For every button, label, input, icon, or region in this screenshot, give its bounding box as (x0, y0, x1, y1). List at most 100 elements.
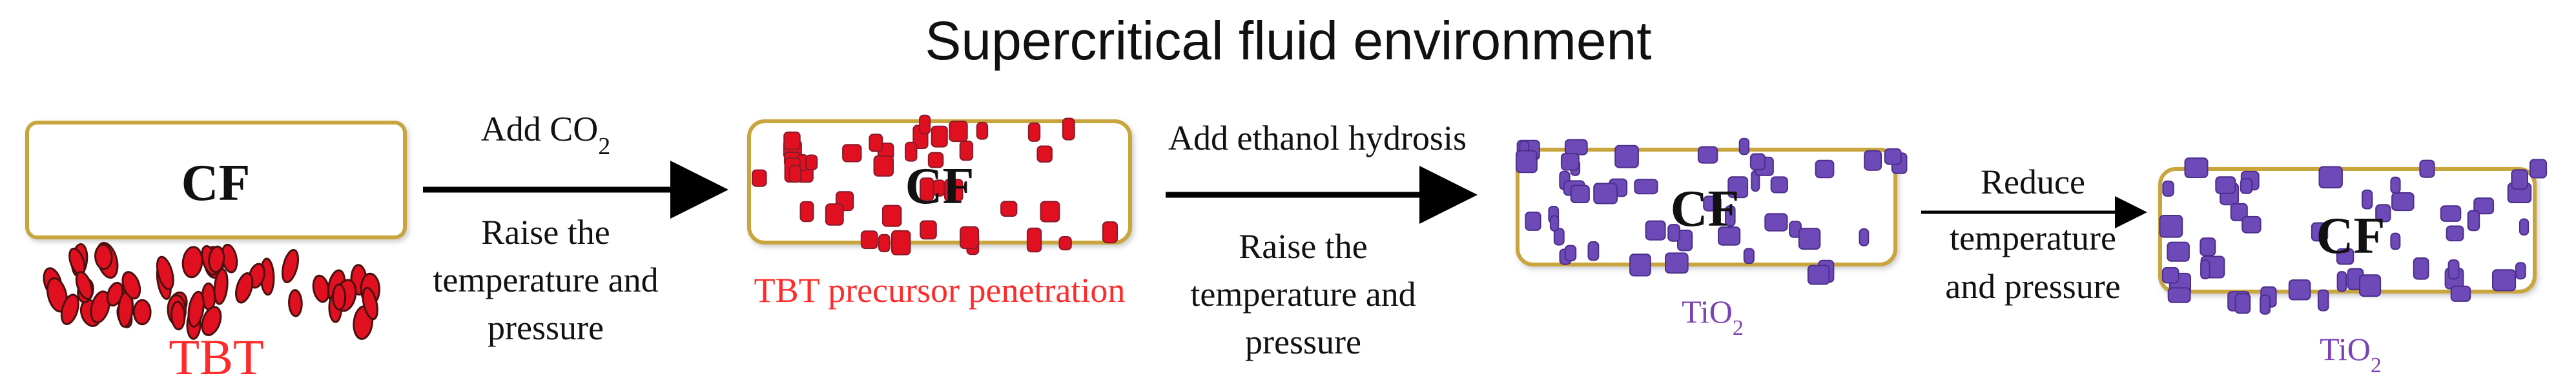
tbt-droplet (213, 268, 229, 305)
tbt-droplet (208, 245, 225, 274)
tbt-particle (878, 234, 891, 253)
tbt-particle (920, 220, 937, 240)
step-3: Reduce temperature and pressure (1921, 163, 2147, 306)
stage-4-tio2-final: CF TiO2 (2158, 157, 2548, 377)
step-2-line-4: pressure (1245, 323, 1361, 361)
tbt-particle (873, 155, 894, 177)
tbt-droplet (90, 290, 110, 324)
tio2-particle (2260, 294, 2271, 315)
tio2-particles-stage-4 (2159, 157, 2548, 315)
tio2-particle (2362, 189, 2373, 210)
step-3-line-2: temperature (1950, 219, 2116, 257)
tio2-particle (2450, 285, 2471, 302)
tio2-particle (1807, 264, 1830, 285)
step-1-line-1: Add CO2 (481, 110, 611, 160)
cf-label-3: CF (1671, 181, 1740, 237)
tio2-particle (2419, 159, 2435, 178)
tio2-particle (1798, 228, 1821, 250)
diagram-title: Supercritical fluid environment (925, 10, 1651, 71)
tio2-particle (1718, 226, 1741, 246)
tbt-particle (919, 114, 931, 135)
stage-3-caption-sub: 2 (1733, 316, 1744, 340)
tio2-particle (1859, 228, 1870, 246)
tio2-particle (2473, 197, 2495, 215)
tio2-particle (2336, 271, 2347, 292)
tio2-particle (1727, 176, 1749, 199)
step-1-line-3: temperature and (433, 261, 658, 299)
tbt-particle (788, 165, 802, 183)
tio2-particle (1864, 150, 1882, 171)
tio2-particle (1645, 220, 1666, 241)
tio2-particle (2447, 259, 2460, 280)
tbt-particle (825, 203, 844, 226)
tbt-particle (976, 122, 989, 140)
tio2-particle (1667, 224, 1680, 242)
tio2-particle (2492, 269, 2517, 292)
cf-label-2: CF (905, 158, 974, 215)
step-1: Add CO2 Raise the temperature and pressu… (423, 110, 728, 347)
stage-2-caption: TBT precursor penetration (754, 271, 1126, 310)
tio2-particle (2159, 215, 2183, 238)
tio2-particle (1549, 215, 1560, 232)
tio2-particle (1743, 248, 1755, 264)
tbt-droplet-cluster (43, 241, 381, 340)
tbt-droplet (187, 290, 205, 328)
tbt-droplet (94, 243, 113, 270)
tbt-label: TBT (169, 329, 263, 385)
step-1-line-2: Raise the (481, 213, 610, 252)
tbt-particle (1102, 221, 1118, 244)
tio2-particle (2511, 169, 2528, 190)
tbt-droplet (75, 271, 93, 300)
step-1-line-1-sub: 2 (598, 133, 610, 160)
stage-4-caption-sub: 2 (2371, 354, 2382, 377)
tio2-particle (2467, 210, 2480, 232)
tio2-particle (1770, 176, 1788, 194)
tbt-particle (881, 204, 902, 227)
tbt-particle (1062, 117, 1075, 141)
tbt-particle (752, 169, 767, 187)
tbt-droplet (362, 286, 378, 321)
tio2-particle (1570, 185, 1590, 203)
tbt-particle (783, 131, 801, 150)
tio2-particle (2288, 279, 2311, 301)
tio2-particle (2413, 257, 2429, 280)
tio2-particle (2311, 222, 2329, 242)
tbt-droplet (235, 272, 254, 304)
tbt-particle (1058, 236, 1072, 251)
tbt-particle (927, 152, 944, 168)
tio2-particle (2162, 180, 2174, 197)
tio2-particle (2161, 267, 2179, 284)
step-3-line-3: and pressure (1945, 267, 2120, 306)
tio2-particle (1697, 146, 1718, 164)
tio2-particle (1749, 153, 1766, 170)
stage-2-tbt-penetration: CF TBT precursor penetration (747, 114, 1132, 310)
tbt-droplet (132, 299, 152, 326)
tio2-particle (2240, 178, 2253, 194)
tio2-particle (2317, 289, 2329, 312)
tio2-particle (2519, 218, 2530, 236)
tio2-particle (1665, 252, 1689, 274)
stage-4-caption-text: TiO (2320, 331, 2371, 367)
stage-3-caption-text: TiO (1682, 294, 1733, 330)
tbt-particle (799, 201, 814, 223)
tio2-particle (2390, 232, 2401, 250)
tio2-particle (1764, 213, 1788, 232)
step-1-line-1-text: Add CO (481, 110, 599, 148)
tio2-particle (2200, 259, 2210, 280)
tbt-droplet (281, 248, 300, 284)
tio2-particle (2215, 176, 2236, 194)
tbt-droplet (288, 289, 303, 317)
stage-1-raw-fiber: CF TBT (25, 121, 407, 385)
tio2-particle (2375, 204, 2391, 223)
tbt-particle (1036, 145, 1053, 163)
step-2-line-2: Raise the (1239, 227, 1367, 266)
tio2-particle (1725, 205, 1736, 227)
tbt-droplet (332, 283, 347, 311)
step-3-line-1: Reduce (1981, 163, 2085, 201)
tbt-particle (1040, 201, 1060, 223)
step-1-line-4: pressure (488, 308, 604, 347)
tbt-particle (959, 140, 974, 161)
tbt-droplet (201, 306, 222, 336)
tbt-droplet (121, 271, 141, 300)
stage-3-tio2-formation: CF TiO2 (1516, 137, 1908, 340)
